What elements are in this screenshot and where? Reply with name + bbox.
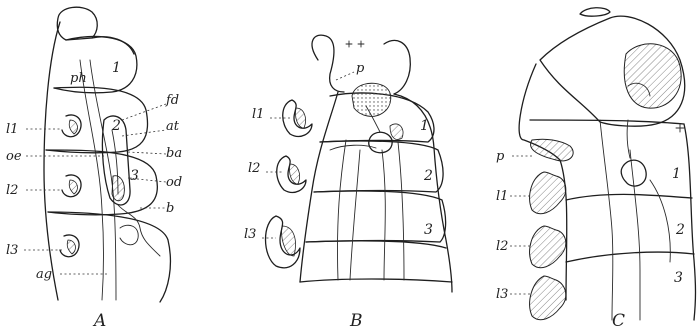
figure-b-small-organ [390,124,403,140]
figure-c-appendage-p [531,139,574,161]
label-fd: fd [165,93,179,108]
label-l2: l2 [6,183,18,198]
label-c-l2: l2 [496,239,508,254]
figure-c-lower-curve [650,180,670,262]
figure-a-leader-at [122,130,166,136]
segment-b-3: 3 [424,222,433,238]
figure-c-cross-mark [676,124,684,132]
caption-c: C [612,311,625,331]
caption-b: B [349,311,363,331]
figure-c-canal-2 [630,150,640,320]
figure-a-left-edge [44,22,60,300]
label-c-l1: l1 [496,189,508,204]
figure-b-appendage-1 [283,100,312,136]
figure-a-lower-loop [120,225,138,245]
figure-a-leader-ba [128,152,166,154]
segment-2-number: 2 [111,118,121,134]
segment-3-number: 3 [130,168,139,184]
figure-a-head [57,7,97,40]
figure-b-canal-4 [398,142,404,280]
figure-b-left-lobe [312,35,344,92]
label-b-l2: l2 [248,161,260,176]
figure-c-top-bar [580,8,610,16]
label-od: od [166,175,182,190]
label-b-l1: l1 [252,107,264,122]
figure-b-canal-1 [337,140,346,280]
label-ag: ag [36,267,52,282]
figure-a-lower-tube [118,205,160,256]
figure-a-segment-band-2 [46,87,148,153]
figure-b-canal-2 [350,150,360,280]
label-b-l3: l3 [244,227,256,242]
figure-b-appendage-3 [266,216,301,268]
segment-b-2: 2 [423,168,433,184]
figure-b: p l1 l2 l3 1 2 3 B [244,35,452,331]
segment-c-3: 3 [674,270,683,286]
figure-c-right-edge [684,124,696,320]
figure-b-appendage-2 [277,156,306,192]
figure-a: ph 1 2 3 fd at ba od b l1 oe l2 l3 ag A [6,7,182,331]
label-ph: ph [70,71,87,86]
label-l3: l3 [6,243,18,258]
label-ba: ba [166,146,182,161]
figure-c-band-3 [566,252,694,262]
figure-a-organ-dark [112,176,124,201]
figure-b-head-organ [352,83,391,116]
figure-c-band-2 [566,194,692,200]
figure-c-appendage-2 [530,226,566,268]
label-c-l3: l3 [496,287,508,302]
caption-a: A [92,311,106,331]
figure-c-appendage-3 [530,276,566,320]
figure-c: p l1 l2 l3 1 2 3 C [496,8,696,331]
label-b-p: p [356,61,365,76]
segment-c-1: 1 [672,166,681,182]
figure-c-appendage-1 [530,172,566,214]
figure-b-cross-marks [346,41,364,47]
figure-b-bottom [300,279,452,282]
figure-b-right-lobe [384,40,410,94]
figure-b-leader-p [336,72,354,80]
figure-c-eye-organ [624,44,681,108]
figure-a-canal-left [80,60,104,300]
figure-b-vesicle [369,132,393,153]
figure-a-appendage-1 [62,115,81,137]
figure-a-segment-band-1 [54,37,137,93]
segment-c-2: 2 [675,222,685,238]
figure-a-upper-lobe [92,37,134,54]
figure-a-appendage-3 [60,235,79,257]
figure-b-cross [330,145,376,150]
label-b: b [166,201,174,216]
label-oe: oe [6,149,22,164]
figure-a-appendage-2 [62,175,81,197]
label-at: at [166,119,180,134]
label-l1: l1 [6,122,18,137]
figure-b-canal-3 [382,150,385,280]
segment-1-number: 1 [112,60,121,76]
segment-b-1: 1 [420,118,429,134]
label-c-p: p [496,149,505,164]
figure-c-canal-1 [600,120,613,320]
